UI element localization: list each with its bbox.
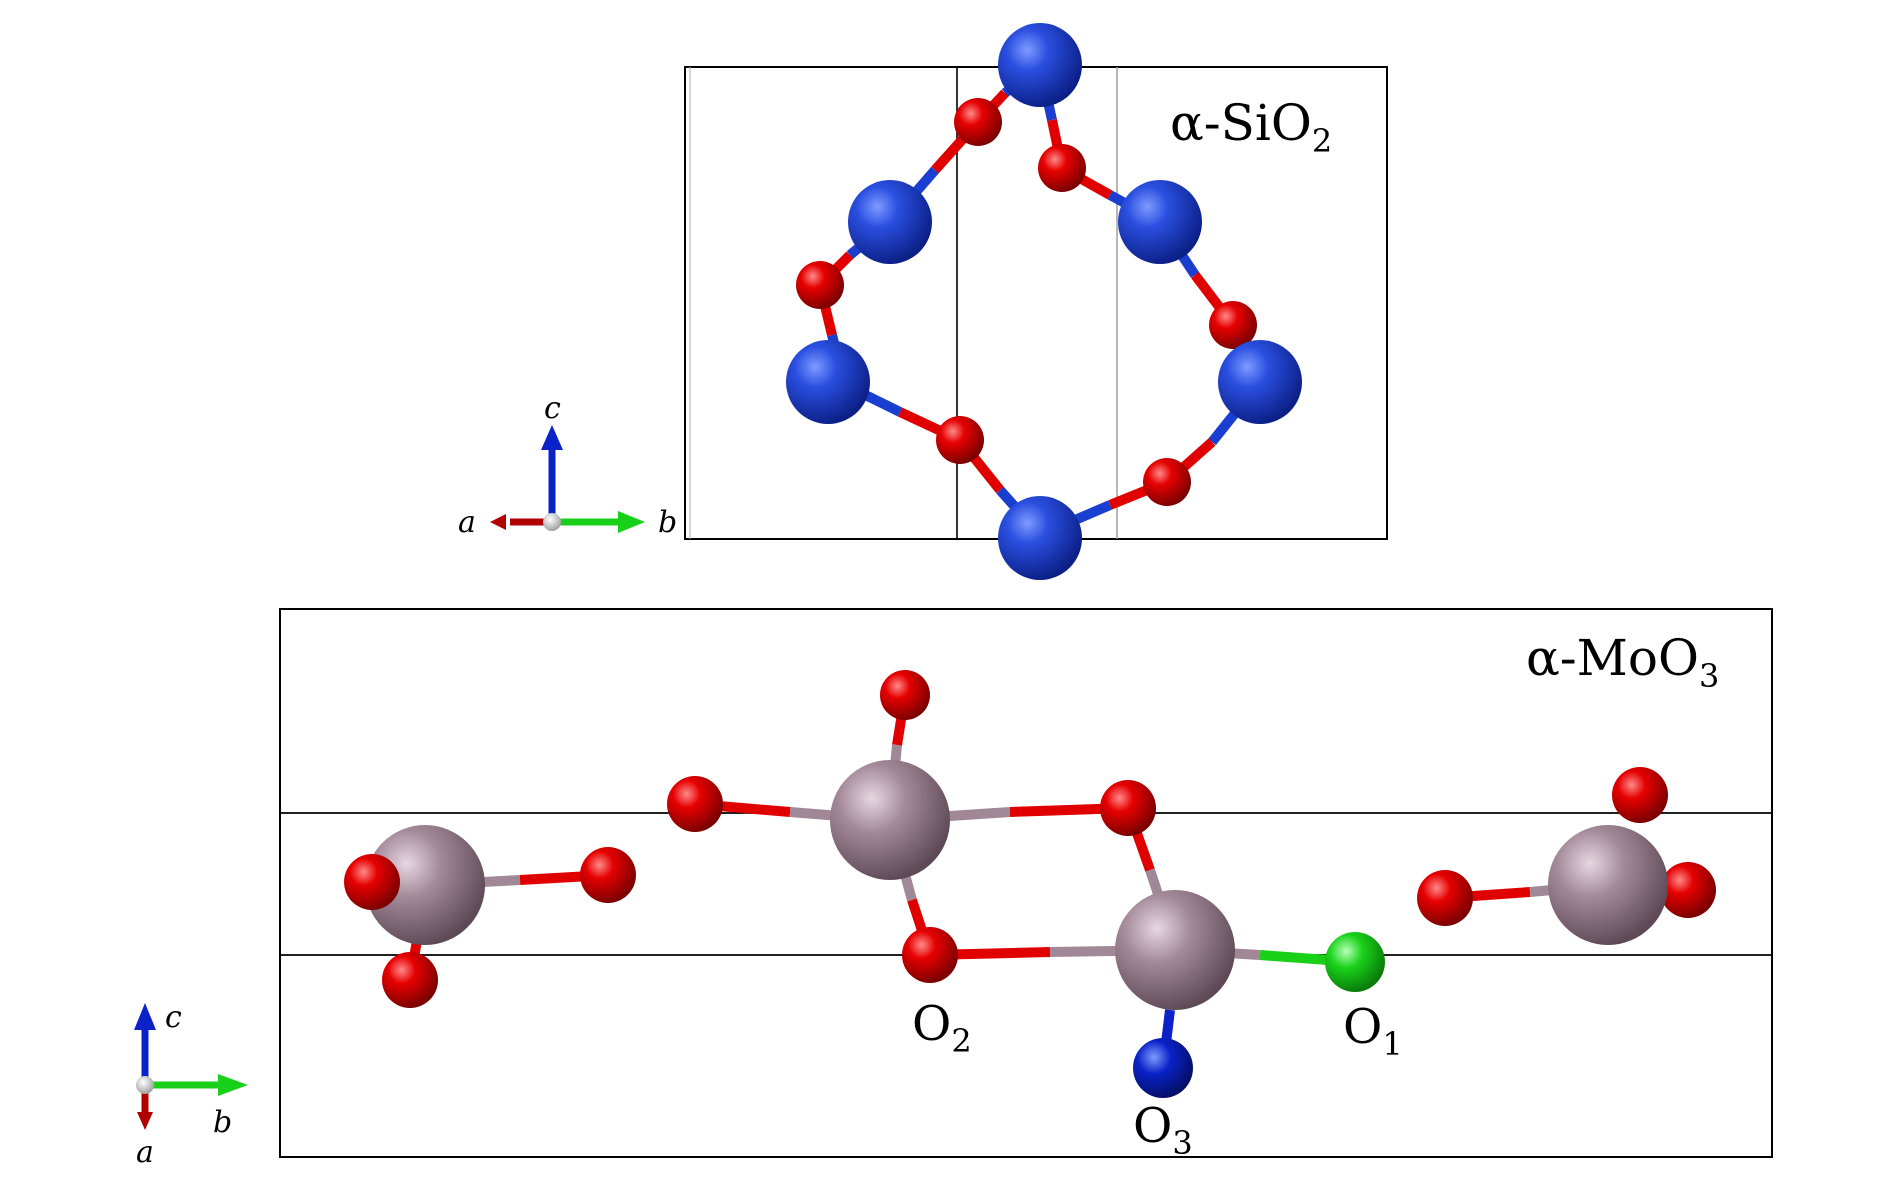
o-atom	[1417, 870, 1473, 926]
sio2-atoms	[786, 23, 1302, 580]
o-atom	[382, 952, 438, 1008]
si-atom	[848, 180, 932, 264]
moo3-axis-triad: c b a	[134, 1000, 248, 1170]
o-atom	[936, 416, 984, 464]
o3-atom	[1133, 1038, 1193, 1098]
sio2-axis-triad: c b a	[458, 391, 677, 540]
o-atom	[580, 847, 636, 903]
mo-atom	[1115, 890, 1235, 1010]
o-atom	[1660, 862, 1716, 918]
moo3-cell-box	[279, 608, 1773, 1158]
mo-atom	[830, 760, 950, 880]
sio2-axis-a-label: a	[458, 505, 476, 540]
o-atom	[902, 927, 958, 983]
o-atom	[1612, 767, 1668, 823]
label-o3: O3	[1133, 1098, 1193, 1162]
sio2-axis-b-label: b	[658, 505, 677, 540]
mo-atom	[365, 825, 485, 945]
moo3-title: α-MoO3	[1526, 629, 1719, 695]
moo3-axis-c-label: c	[165, 1000, 182, 1035]
sio2-axis-c-label: c	[544, 391, 561, 426]
o-atom	[1100, 780, 1156, 836]
moo3-panel: α-MoO3 O2 O1 O3 c b a	[134, 608, 1773, 1170]
sio2-title: α-SiO2	[1170, 94, 1332, 160]
o-atom	[667, 776, 723, 832]
o1-atom	[1325, 932, 1385, 992]
si-atom	[998, 23, 1082, 107]
o-atom	[1038, 144, 1086, 192]
label-o2: O2	[912, 996, 972, 1060]
label-o1: O1	[1343, 999, 1403, 1063]
o-atom	[954, 98, 1002, 146]
o-atom	[880, 670, 930, 720]
o-atom	[796, 261, 844, 309]
sio2-panel: α-SiO2 c b a	[458, 23, 1388, 580]
si-atom	[998, 496, 1082, 580]
mo-atom	[1548, 825, 1668, 945]
o-atom	[344, 854, 400, 910]
moo3-axis-a-label: a	[136, 1135, 154, 1170]
o-atom	[1209, 301, 1257, 349]
si-atom	[786, 340, 870, 424]
o-atom	[1143, 458, 1191, 506]
si-atom	[1218, 340, 1302, 424]
si-atom	[1118, 180, 1202, 264]
moo3-atoms	[344, 670, 1716, 1098]
moo3-axis-b-label: b	[213, 1105, 232, 1140]
